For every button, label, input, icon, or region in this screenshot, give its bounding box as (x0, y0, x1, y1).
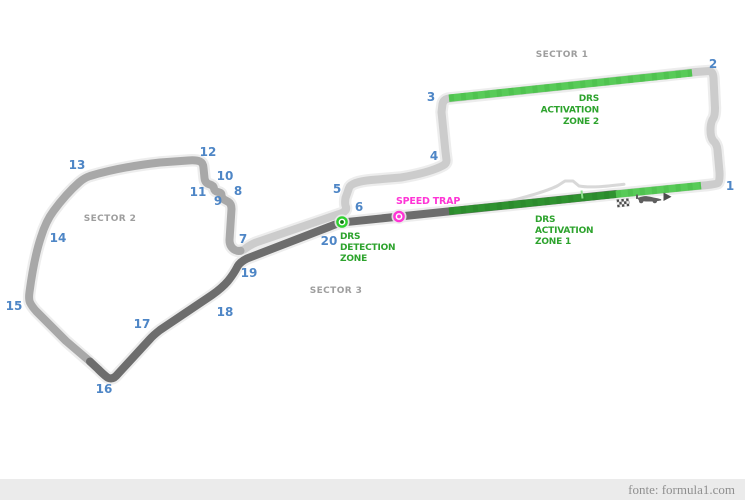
footer-bar: fonte: formula1.com (0, 479, 745, 500)
drs-zone-1-label: DRS ACTIVATION ZONE 1 (535, 215, 594, 247)
track-casing (22, 64, 726, 385)
corner-label-4: 4 (430, 149, 438, 163)
drs-zone-2-line2: ACTIVATION (541, 106, 599, 116)
corner-label-12: 12 (200, 145, 217, 159)
corner-label-16: 16 (96, 382, 113, 396)
drs-zone-1-light-texture (615, 181, 702, 198)
sector-1-label: SECTOR 1 (536, 50, 589, 60)
race-car-icon (636, 194, 662, 204)
corner-label-10: 10 (217, 169, 234, 183)
drs-zone-1-light-segment (615, 181, 702, 198)
sector-3-label: SECTOR 3 (310, 286, 363, 296)
pit-lane (503, 179, 626, 204)
corner-label-20: 20 (321, 234, 338, 248)
corner-label-18: 18 (217, 305, 234, 319)
corner-label-11: 11 (190, 185, 207, 199)
corner-label-2: 2 (709, 57, 717, 71)
corner-numbers: 1 2 3 4 5 6 7 8 9 10 11 12 13 14 15 16 1… (6, 57, 735, 396)
corner-label-17: 17 (134, 317, 151, 331)
corner-label-6: 6 (355, 200, 363, 214)
drs-activation-tick (580, 190, 584, 199)
direction-arrow-icon (663, 192, 672, 201)
speed-trap-label: SPEED TRAP (396, 196, 460, 207)
corner-label-14: 14 (50, 231, 67, 245)
drs-zone-1-dark-segment (448, 190, 617, 215)
drs-detection-line3: ZONE (340, 254, 367, 264)
drs-zone-1-line3: ZONE 1 (535, 237, 571, 247)
drs-zone-1-dark-texture (448, 190, 617, 215)
corner-label-5: 5 (333, 182, 341, 196)
drs-zone-2-texture (448, 69, 693, 102)
drs-zone-2-label: DRS ACTIVATION ZONE 2 (541, 94, 600, 127)
corner-label-19: 19 (241, 266, 258, 280)
source-credit: fonte: formula1.com (628, 482, 735, 497)
drs-zone-2-line3: ZONE 2 (563, 117, 599, 127)
drs-detection-line1: DRS (340, 232, 360, 242)
drs-detection-marker (334, 214, 350, 230)
sector-1-track (236, 67, 724, 255)
drs-labels: DRS ACTIVATION ZONE 2 DRS ACTIVATION ZON… (340, 94, 599, 264)
drs-zone-1-line1: DRS (535, 215, 555, 225)
drs-detection-label: DRS DETECTION ZONE (340, 232, 396, 264)
corner-label-3: 3 (427, 90, 435, 104)
drs-zone-2-segment (448, 69, 693, 102)
sector-2-track (25, 156, 245, 366)
sector-labels: SECTOR 1 SECTOR 2 SECTOR 3 (84, 50, 589, 296)
drs-detection-line2: DETECTION (340, 243, 395, 253)
corner-label-8: 8 (234, 184, 242, 198)
corner-label-15: 15 (6, 299, 23, 313)
checkered-flag-icon (616, 198, 630, 208)
drs-zone-1-line2: ACTIVATION (535, 226, 593, 236)
speed-trap-marker (391, 209, 407, 224)
corner-label-1: 1 (726, 179, 734, 193)
corner-label-9: 9 (214, 194, 222, 208)
corner-label-13: 13 (69, 158, 86, 172)
sector-3-track (86, 190, 620, 383)
corner-label-7: 7 (239, 232, 247, 246)
drs-zone-2-line1: DRS (579, 94, 599, 104)
sector-2-label: SECTOR 2 (84, 214, 137, 224)
